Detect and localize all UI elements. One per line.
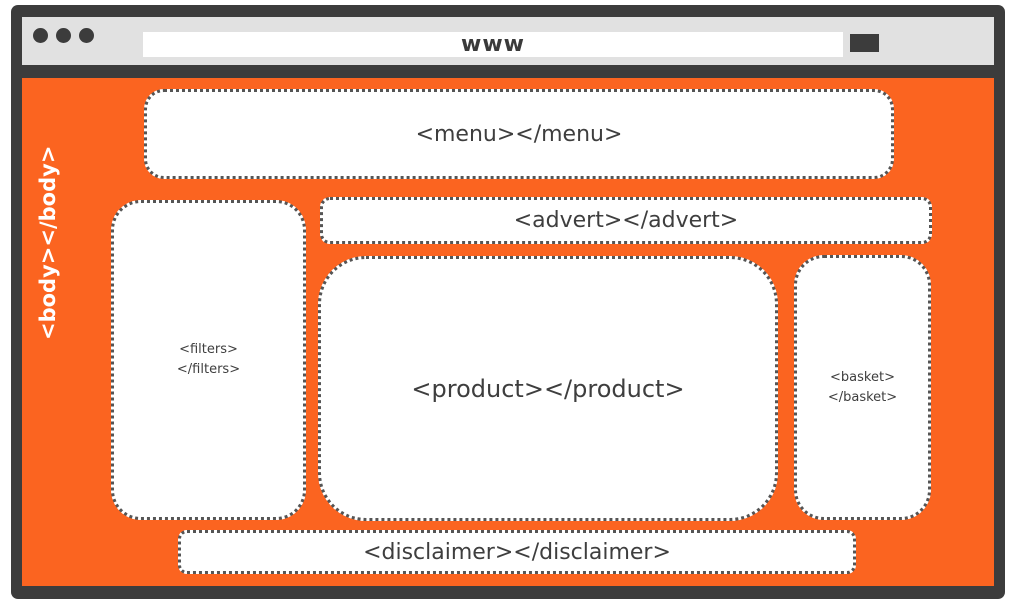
window-dot-icon bbox=[79, 28, 94, 43]
browser-button-icon[interactable] bbox=[850, 34, 879, 52]
window-dot-icon bbox=[33, 28, 48, 43]
disclaimer-label: <disclaimer></disclaimer> bbox=[363, 539, 671, 565]
disclaimer-region: <disclaimer></disclaimer> bbox=[178, 530, 856, 574]
address-bar[interactable]: www bbox=[143, 32, 843, 57]
basket-open-tag: <basket> bbox=[830, 369, 895, 385]
menu-region: <menu></menu> bbox=[144, 89, 894, 179]
advert-region: <advert></advert> bbox=[320, 197, 932, 244]
basket-close-tag: </basket> bbox=[827, 389, 898, 405]
basket-region: <basket> </basket> bbox=[794, 255, 931, 520]
menu-label: <menu></menu> bbox=[415, 121, 623, 147]
filters-open-tag: <filters> bbox=[179, 342, 238, 357]
advert-label: <advert></advert> bbox=[513, 208, 739, 233]
filters-region: <filters> </filters> bbox=[111, 200, 306, 520]
product-label: <product></product> bbox=[411, 374, 685, 403]
window-dot-icon bbox=[56, 28, 71, 43]
address-bar-text: www bbox=[461, 32, 525, 57]
filters-close-tag: </filters> bbox=[176, 362, 241, 377]
body-label: <body></body> bbox=[36, 145, 60, 340]
product-region: <product></product> bbox=[318, 256, 778, 521]
